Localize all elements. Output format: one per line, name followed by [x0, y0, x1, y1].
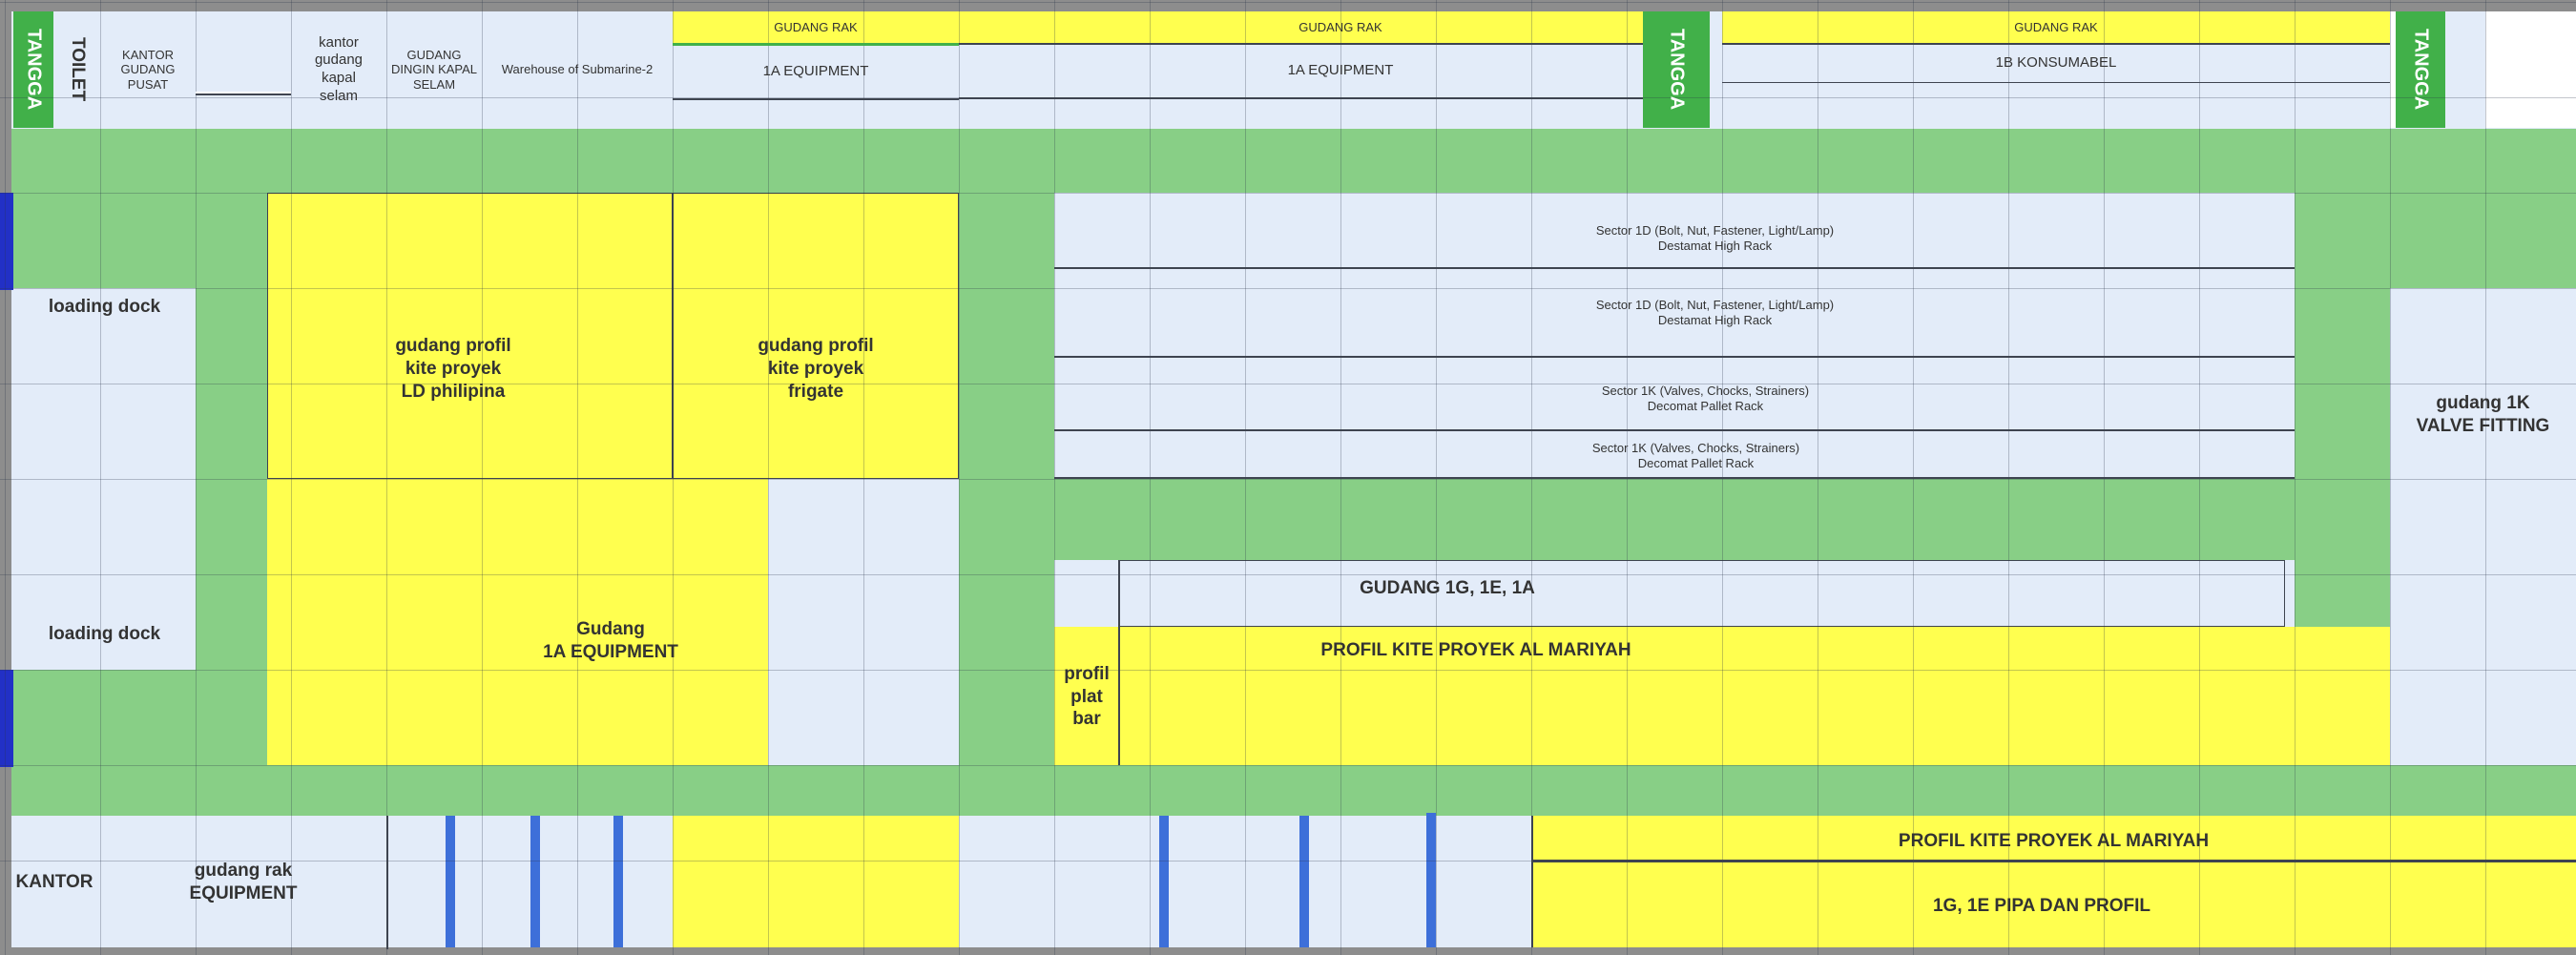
sector-line-3	[1054, 429, 2295, 431]
stair-middle	[1643, 11, 1710, 128]
aisle-right-upper	[2390, 193, 2576, 288]
stair-right	[2396, 11, 2445, 128]
column-marker	[446, 816, 455, 947]
gudang-1g-label: GUDANG 1G, 1E, 1A	[1360, 578, 1535, 599]
aisle-left-upper	[11, 193, 267, 288]
left-frame	[0, 0, 11, 955]
rack-a-header: GUDANG RAK	[774, 19, 858, 34]
aisle-right-vertical	[2295, 193, 2390, 627]
rack-b-label: 1A EQUIPMENT	[1287, 62, 1394, 79]
aisle-center-horizontal	[1054, 479, 2390, 560]
rack-c-label: 1B KONSUMABEL	[1995, 53, 2117, 71]
column-marker	[1299, 816, 1309, 947]
bottom-frame	[0, 947, 2576, 955]
zone-ld-philipina	[267, 193, 673, 479]
mariyah-bottom-divider	[1531, 860, 2576, 862]
rack-a-header-bar	[673, 11, 959, 43]
gudang-1k-label: gudang 1K VALVE FITTING	[2416, 393, 2550, 436]
profil-plat-bar-label: profil plat bar	[1064, 663, 1110, 730]
aisle-center-vertical	[959, 193, 1054, 765]
column-marker	[1426, 813, 1436, 947]
rack-b-header: GUDANG RAK	[1298, 19, 1382, 34]
kantor-gudang-kapal-selam-label: kantor gudang kapal selam	[314, 33, 364, 104]
room-divider	[196, 92, 291, 93]
dock-marker-bottom	[0, 670, 13, 767]
sector-1d-b-label: Sector 1D (Bolt, Nut, Fastener, Light/La…	[1595, 298, 1835, 327]
column-marker	[530, 816, 540, 947]
kantor-label: KANTOR	[15, 872, 93, 893]
bottom-divider	[386, 816, 388, 949]
sector-1k-a-label: Sector 1K (Valves, Chocks, Strainers) De…	[1601, 383, 1810, 413]
aisle-bottom	[11, 765, 2576, 816]
zone-yellow-bottom	[673, 816, 959, 947]
sector-line-1	[1054, 267, 2295, 269]
toilet-label: TOILET	[68, 37, 88, 102]
zone-gudang-1a	[267, 479, 768, 765]
aisle-left-vertical	[196, 288, 267, 670]
column-marker	[1159, 816, 1169, 947]
rack-c-divider	[1722, 43, 2390, 45]
ld-philipina-label: gudang profil kite proyek LD philipina	[395, 336, 511, 402]
stair-right-gap	[2390, 11, 2396, 128]
stair-left	[13, 11, 53, 128]
top-frame	[0, 0, 2576, 11]
sector-line-2	[1054, 356, 2295, 358]
rack-c-header: GUDANG RAK	[2014, 19, 2098, 34]
room-divider-dark	[196, 93, 291, 95]
loading-dock-top: loading dock	[48, 297, 161, 318]
aisle-top	[11, 129, 2576, 193]
sector-line-4	[1054, 477, 2295, 479]
zone-profil-mariyah-mid	[1054, 627, 2390, 765]
dock-marker-top	[0, 193, 13, 290]
pipa-profil-label: 1G, 1E PIPA DAN PROFIL	[1932, 896, 2151, 917]
gudang-dingin-label: GUDANG DINGIN KAPAL SELAM	[390, 47, 478, 92]
rack-c-line	[1722, 82, 2390, 83]
plat-bar-divider	[1118, 627, 1120, 765]
sector-1k-b-label: Sector 1K (Valves, Chocks, Strainers) De…	[1591, 440, 1800, 470]
rack-b-divider	[959, 43, 1643, 45]
zone-frigate	[673, 193, 959, 479]
stair-right-label: TANGGA	[2410, 29, 2432, 111]
rack-b-header-bar	[959, 11, 1643, 43]
stair-left-label: TANGGA	[23, 29, 45, 111]
sector-1d-a-label: Sector 1D (Bolt, Nut, Fastener, Light/La…	[1595, 223, 1835, 253]
gudang-rak-equipment-label: gudang rak EQUIPMENT	[189, 861, 298, 903]
column-marker	[613, 816, 623, 947]
rack-c-header-bar	[1722, 11, 2390, 43]
aisle-left-lower	[11, 670, 267, 765]
profil-mariyah-mid-label: PROFIL KITE PROYEK AL MARIYAH	[1320, 640, 1631, 661]
gudang-1a-label: Gudang 1A EQUIPMENT	[543, 619, 678, 662]
zone-gudang-1g	[1118, 560, 2285, 627]
warehouse-submarine-label: Warehouse of Submarine-2	[501, 62, 654, 77]
rack-b-line	[959, 97, 1643, 99]
rack-a-divider	[673, 43, 959, 46]
loading-dock-bottom: loading dock	[48, 624, 161, 645]
rack-a-label: 1A EQUIPMENT	[762, 63, 869, 80]
profil-mariyah-bottom-label: PROFIL KITE PROYEK AL MARIYAH	[1898, 831, 2210, 852]
rack-a-line	[673, 98, 959, 100]
frigate-label: gudang profil kite proyek frigate	[758, 336, 874, 402]
zone-profil-mariyah-bottom	[1531, 816, 2576, 947]
kantor-gudang-pusat-label: KANTOR GUDANG PUSAT	[120, 47, 176, 92]
top-right-room	[2485, 11, 2576, 128]
stair-middle-label: TANGGA	[1666, 29, 1688, 111]
